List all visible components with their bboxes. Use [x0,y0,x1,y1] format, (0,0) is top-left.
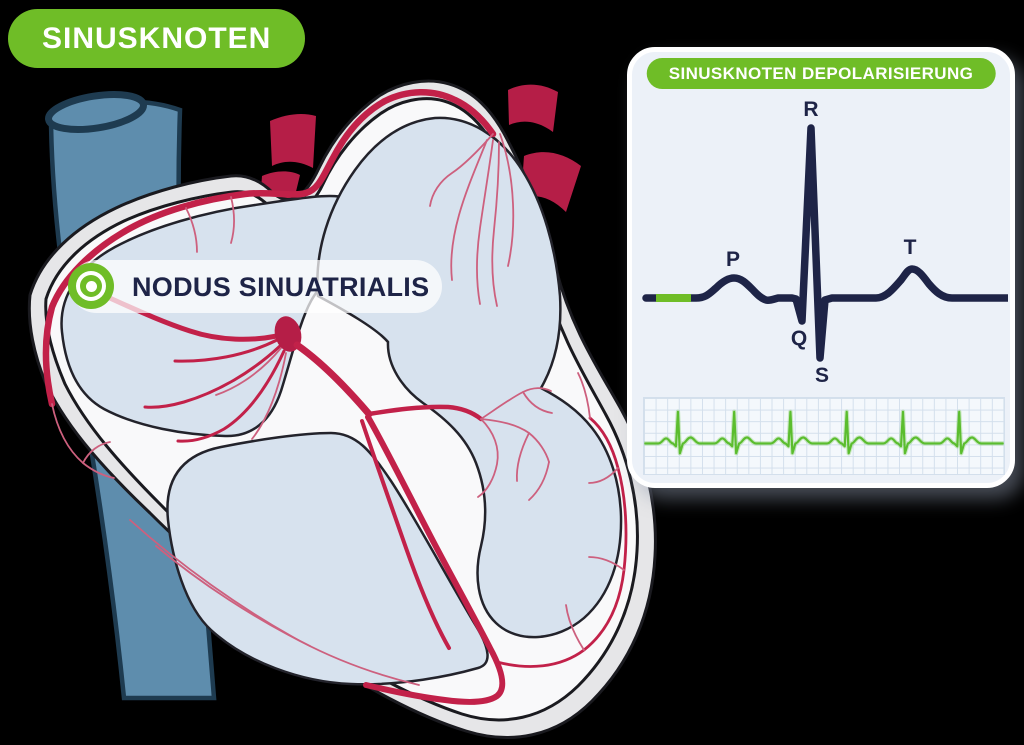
rhythm-strip-chart [643,409,1005,456]
nodus-marker-icon [68,263,114,309]
conduction-system [42,89,628,705]
chamber-right-atrium-ventricle [316,116,623,639]
ecg-trace [642,124,1008,362]
rhythm-trace [644,410,1004,455]
depolarization-panel: SINUSKNOTEN DEPOLARISIERUNG P R Q S T [627,47,1015,488]
nodus-label-pill: NODUS SINUATRIALIS [70,260,442,313]
panel-badge: SINUSKNOTEN DEPOLARISIERUNG [646,58,996,89]
conduction-band [42,89,497,408]
rhythm-strip [643,397,1005,475]
nodus-label-text: NODUS SINUATRIALIS [132,272,430,302]
ecg-label-t: T [904,236,917,259]
ecg-chart: P R Q S T [642,98,1008,387]
ecg-label-p: P [726,248,740,271]
ecg-label-r: R [803,98,818,121]
ecg-label-q: Q [791,327,807,350]
title-badge: SINUSKNOTEN [8,9,306,68]
ecg-label-s: S [815,364,829,387]
vena-cava-opening [45,91,147,133]
